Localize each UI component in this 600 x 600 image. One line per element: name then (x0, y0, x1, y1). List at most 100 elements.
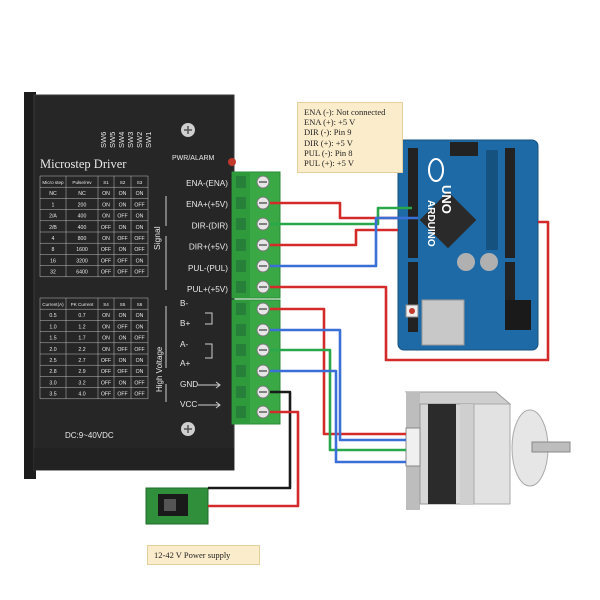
microstep-table-cell: 1600 (76, 247, 88, 253)
microstep-table-cell: OFF (117, 258, 127, 264)
wire-7 (270, 348, 406, 452)
current-table-cell: ON (136, 324, 144, 330)
current-table-cell: 2.2 (78, 347, 85, 353)
wire-8 (270, 369, 406, 464)
current-table-cell: OFF (101, 358, 111, 364)
microstep-table-header: S3 (137, 180, 143, 185)
driver-title: Microstep Driver (40, 157, 127, 171)
current-table-cell: 2.9 (78, 369, 85, 375)
current-table-cell: ON (102, 324, 110, 330)
microstep-table-header: Micro step (42, 180, 64, 185)
arduino-logo: UNO (439, 185, 454, 214)
microstep-table-cell: ON (102, 236, 110, 242)
wire-0 (270, 201, 398, 220)
switch-label-sw1: SW1 (144, 132, 153, 148)
microstep-table-cell: 4 (52, 236, 55, 242)
current-table-cell: 3.5 (49, 392, 56, 398)
microstep-table-cell: OFF (117, 270, 127, 276)
microstep-table-cell: ON (119, 202, 127, 208)
current-table-cell: 1.7 (78, 336, 85, 342)
current-table-cell: ON (136, 313, 144, 319)
current-table-cell: OFF (101, 392, 111, 398)
signal-pin-label: PUL+(+5V) (187, 285, 228, 294)
microstep-table-cell: OFF (134, 202, 144, 208)
microstep-table-cell: OFF (101, 270, 111, 276)
signal-pin-label: DIR+(+5V) (189, 243, 228, 252)
power-pin-label: VCC (180, 400, 197, 409)
current-table-header: S4 (103, 302, 109, 307)
switch-label-sw2: SW2 (135, 132, 144, 148)
current-table-cell: 3.0 (49, 380, 56, 386)
microstep-table-cell: 2/A (49, 214, 57, 220)
microstep-table-header: S2 (120, 180, 126, 185)
current-table-cell: OFF (117, 392, 127, 398)
terminal-block-signal (231, 171, 281, 299)
microstep-table-cell: 800 (78, 236, 87, 242)
microstep-table-cell: OFF (117, 236, 127, 242)
current-table-cell: OFF (117, 324, 127, 330)
pwr-alarm-label: PWR/ALARM (172, 155, 215, 162)
microstep-table-cell: OFF (101, 225, 111, 231)
current-table-cell: 0.7 (78, 313, 85, 319)
power-supply-label: 12-42 V Power supply (147, 545, 260, 566)
current-table-cell: 1.0 (49, 324, 56, 330)
microstep-table-cell: OFF (101, 258, 111, 264)
current-table-cell: 1.2 (78, 324, 85, 330)
microstep-table-cell: ON (102, 214, 110, 220)
microstep-table-cell: 2/B (49, 225, 57, 231)
stepper-motor (404, 391, 571, 510)
power-pin-label: A+ (180, 359, 190, 368)
signal-pin-labels: ENA-(ENA)ENA+(+5V)DIR-(DIR)DIR+(+5V)PUL-… (186, 179, 228, 294)
microstep-table-cell: ON (119, 191, 127, 197)
reset-button (409, 308, 415, 314)
current-table-header: S6 (137, 302, 143, 307)
signal-label: Signal (152, 226, 162, 250)
current-table-cell: 1.5 (49, 336, 56, 342)
switch-label-sw4: SW4 (117, 132, 126, 148)
dc-label: DC:9~40VDC (65, 431, 114, 440)
motor-connector (405, 427, 421, 467)
pin-note-line: PUL (-): Pin 8 (304, 147, 353, 158)
usb-port (421, 299, 465, 346)
microstep-table-cell: OFF (134, 236, 144, 242)
microstep-table-cell: ON (102, 202, 110, 208)
microstep-table-cell: 400 (78, 225, 87, 231)
wire-2 (270, 228, 398, 247)
current-table-header: Current(A) (42, 302, 64, 307)
switch-label-sw5: SW5 (108, 132, 117, 148)
signal-pin-label: PUL-(PUL) (188, 264, 228, 273)
current-table-cell: OFF (134, 336, 144, 342)
pin-note-line: ENA (-): Not connected (304, 107, 386, 117)
microstep-table-cell: 32 (50, 270, 56, 276)
signal-pin-label: ENA+(+5V) (186, 200, 228, 209)
current-table-cell: ON (119, 313, 127, 319)
wire-6 (270, 328, 406, 442)
current-table-cell: ON (119, 380, 127, 386)
power-pin-label: B+ (180, 319, 190, 328)
current-table-header: S5 (120, 302, 126, 307)
microstep-table-cell: OFF (134, 247, 144, 253)
microstep-table-cell: 6400 (76, 270, 88, 276)
current-table-cell: 2.5 (49, 358, 56, 364)
wire-1 (270, 206, 412, 226)
pin-note-line: ENA (+): +5 V (304, 117, 356, 128)
current-table-cell: OFF (117, 369, 127, 375)
current-table-cell: ON (136, 358, 144, 364)
current-table-cell: OFF (101, 380, 111, 386)
wire-3 (270, 216, 418, 268)
pin-note-line: PUL (+): +5 V (304, 158, 354, 169)
microstep-table-cell: ON (136, 214, 144, 220)
switch-label-sw3: SW3 (126, 132, 135, 148)
screw-slot-icon (184, 425, 192, 433)
current-table-cell: 0.5 (49, 313, 56, 319)
power-jack (505, 300, 531, 330)
wire-10 (208, 410, 300, 508)
microstep-table-cell: ON (136, 225, 144, 231)
current-table-cell: ON (102, 347, 110, 353)
microstep-table-cell: OFF (134, 270, 144, 276)
